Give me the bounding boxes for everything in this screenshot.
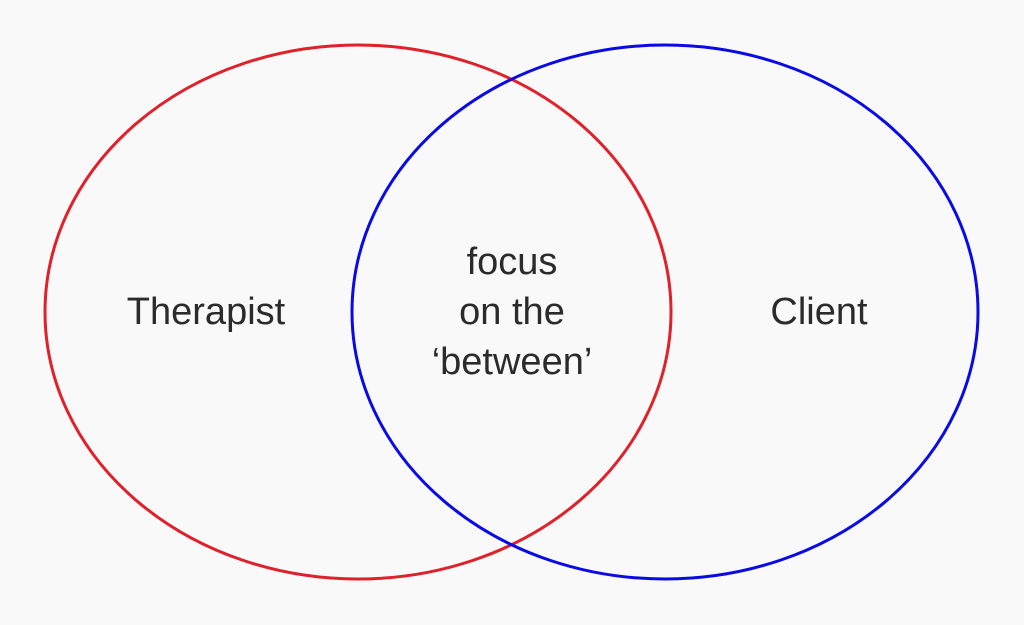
overlap-line-3: ‘between’ <box>432 341 593 383</box>
client-label: Client <box>770 291 868 333</box>
client-circle <box>350 43 980 581</box>
overlap-label: focus on the ‘between’ <box>432 241 593 383</box>
overlap-line-2: on the <box>459 291 565 333</box>
overlap-line-1: focus <box>467 241 558 283</box>
therapist-label: Therapist <box>127 291 286 333</box>
therapist-circle <box>43 43 673 581</box>
